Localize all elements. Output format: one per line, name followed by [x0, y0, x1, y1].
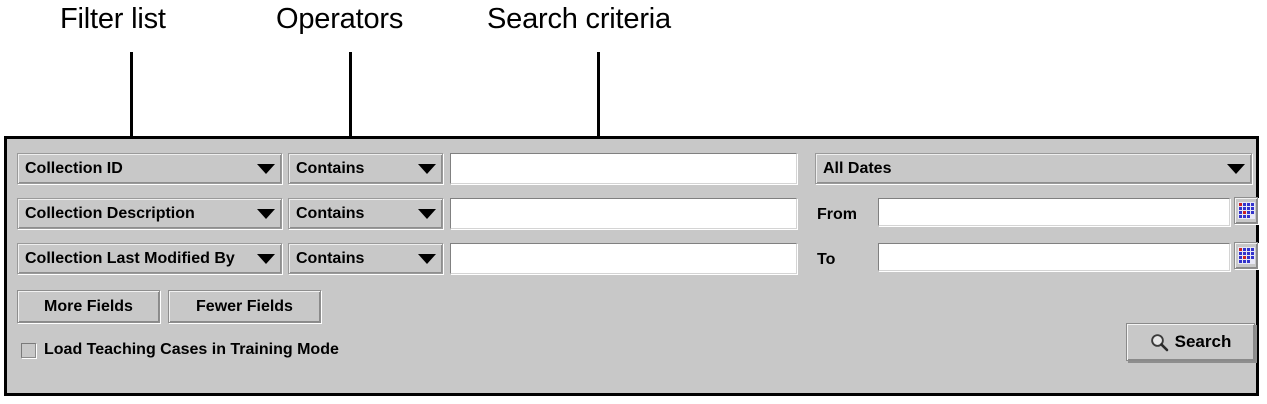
calendar-button-to[interactable] — [1234, 242, 1258, 269]
filter-field-dropdown-1[interactable]: Collection ID — [17, 153, 282, 184]
date-range-label: All Dates — [823, 159, 892, 177]
chevron-down-icon — [257, 208, 275, 219]
operator-label-3: Contains — [296, 249, 365, 267]
search-criteria-input-3[interactable] — [450, 243, 797, 274]
fewer-fields-label: Fewer Fields — [196, 297, 293, 315]
search-criteria-input-1[interactable] — [450, 153, 797, 184]
training-mode-row[interactable]: Load Teaching Cases in Training Mode — [21, 341, 339, 359]
fewer-fields-button[interactable]: Fewer Fields — [168, 290, 321, 323]
date-to-input[interactable] — [878, 243, 1230, 271]
chevron-down-icon — [1227, 163, 1245, 174]
more-fields-button[interactable]: More Fields — [17, 290, 160, 323]
from-label: From — [817, 206, 857, 223]
annotation-search-criteria: Search criteria — [487, 3, 671, 35]
operator-label-1: Contains — [296, 159, 365, 177]
leader-line-filter-list — [130, 52, 133, 170]
operator-dropdown-1[interactable]: Contains — [288, 153, 443, 184]
leader-line-operators — [349, 52, 352, 170]
chevron-down-icon — [418, 253, 436, 264]
filter-field-label-2: Collection Description — [25, 204, 195, 222]
chevron-down-icon — [257, 253, 275, 264]
training-mode-label: Load Teaching Cases in Training Mode — [44, 341, 339, 358]
calendar-icon — [1237, 247, 1255, 264]
filter-field-dropdown-2[interactable]: Collection Description — [17, 198, 282, 229]
date-range-dropdown[interactable]: All Dates — [815, 153, 1252, 184]
to-label: To — [817, 251, 836, 268]
calendar-button-from[interactable] — [1234, 197, 1258, 224]
more-fields-label: More Fields — [44, 297, 133, 315]
annotation-filter-list: Filter list — [60, 3, 166, 35]
filter-field-dropdown-3[interactable]: Collection Last Modified By — [17, 243, 282, 274]
search-button-label: Search — [1174, 332, 1232, 351]
chevron-down-icon — [418, 163, 436, 174]
annotation-operators: Operators — [276, 3, 404, 35]
operator-dropdown-2[interactable]: Contains — [288, 198, 443, 229]
filter-field-label-3: Collection Last Modified By — [25, 249, 235, 267]
operator-dropdown-3[interactable]: Contains — [288, 243, 443, 274]
date-from-input[interactable] — [878, 198, 1230, 226]
search-panel-body: Collection ID Contains All Dates Collect… — [7, 139, 1258, 393]
chevron-down-icon — [257, 163, 275, 174]
search-button[interactable]: Search — [1126, 323, 1255, 361]
chevron-down-icon — [418, 208, 436, 219]
calendar-icon — [1237, 202, 1255, 219]
filter-field-label-1: Collection ID — [25, 159, 123, 177]
operator-label-2: Contains — [296, 204, 365, 222]
leader-line-search-criteria — [597, 52, 600, 162]
magnifier-icon — [1150, 333, 1168, 351]
training-mode-checkbox[interactable] — [21, 342, 36, 358]
search-criteria-input-2[interactable] — [450, 198, 797, 229]
search-panel: Collection ID Contains All Dates Collect… — [4, 136, 1259, 396]
